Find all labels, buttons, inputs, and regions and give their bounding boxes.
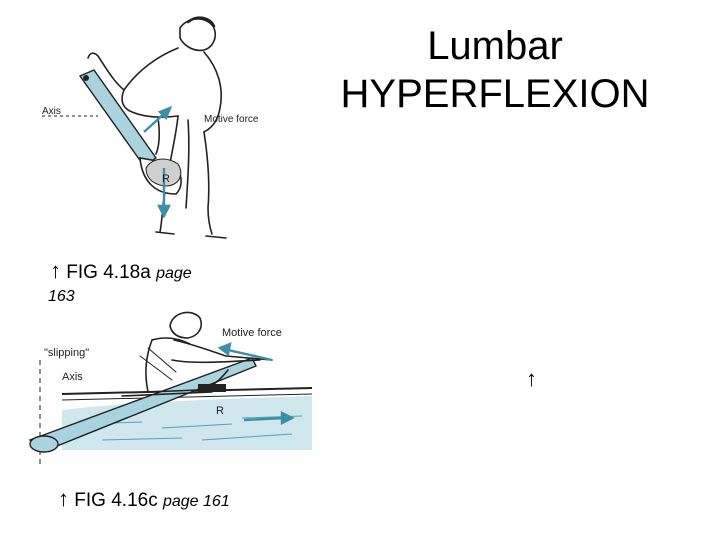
caption-fig-4-18a: ↑ FIG 4.18a page bbox=[50, 258, 192, 284]
top-axis-label: Axis bbox=[42, 106, 61, 117]
top-r-label: R bbox=[162, 173, 170, 185]
rowing-illustration: Motive force "slipping" Axis R bbox=[28, 311, 313, 465]
caption-fig-label: FIG 4.16c bbox=[74, 490, 158, 511]
bottom-force-label: Motive force bbox=[222, 327, 282, 339]
bottom-r-label: R bbox=[216, 405, 224, 417]
up-arrow-icon: ↑ bbox=[58, 486, 69, 511]
up-arrow-icon: ↑ bbox=[526, 366, 537, 391]
caption-page-number: 163 bbox=[48, 288, 75, 305]
caption-page-word: page bbox=[156, 265, 192, 282]
caption-fig-4-16c: ↑ FIG 4.16c page 161 bbox=[58, 486, 230, 512]
caption-page: page 161 bbox=[162, 493, 230, 510]
up-arrow-icon: ↑ bbox=[50, 258, 61, 283]
title-line-2: HYPERFLEXION bbox=[340, 72, 650, 116]
title-line-1: Lumbar bbox=[427, 24, 563, 68]
shoveling-illustration: Axis Motive force R bbox=[42, 16, 259, 239]
bottom-slipping-label: "slipping" bbox=[44, 347, 89, 359]
bottom-axis-label: Axis bbox=[62, 371, 83, 383]
caption-fig-label: FIG 4.18a bbox=[66, 262, 151, 283]
top-force-label: Motive force bbox=[204, 114, 259, 125]
slide-title: Lumbar HYPERFLEXION bbox=[300, 22, 690, 118]
